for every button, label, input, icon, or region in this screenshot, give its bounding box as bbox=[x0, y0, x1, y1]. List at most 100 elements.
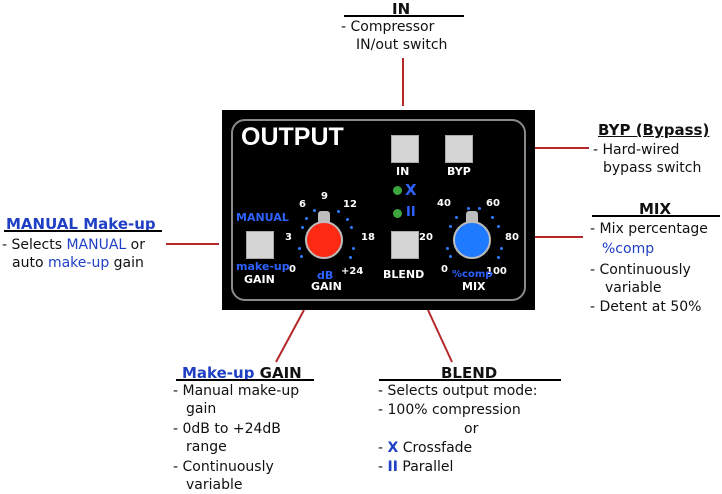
gain-connector bbox=[275, 309, 305, 363]
mix-tick bbox=[449, 255, 452, 258]
gain-note-title-rest: GAIN bbox=[254, 364, 302, 382]
makeup-gain-button[interactable] bbox=[246, 231, 274, 259]
mix-tick bbox=[449, 225, 452, 228]
gain-tick bbox=[337, 210, 340, 213]
gain-note-title: Make-up GAIN bbox=[182, 364, 302, 382]
blend-note-line-1: - Selects output mode: bbox=[378, 383, 538, 399]
parallel-led bbox=[393, 209, 402, 218]
gain-knob-face bbox=[305, 221, 343, 259]
mix-note-line-2: %comp bbox=[602, 241, 655, 257]
blend-note-line-4-text: Crossfade bbox=[398, 440, 473, 456]
manual-note-line-2-suffix: gain bbox=[109, 255, 144, 271]
gain-tick bbox=[313, 209, 316, 212]
mix-tick bbox=[455, 216, 458, 219]
gain-note-line-3: - 0dB to +24dB bbox=[173, 421, 281, 437]
gain-note-line-6: variable bbox=[186, 477, 243, 493]
blend-note-line-4: - X Crossfade bbox=[378, 439, 472, 457]
gain-tick bbox=[352, 247, 355, 250]
blend-connector bbox=[427, 309, 453, 363]
gain-tick bbox=[300, 255, 303, 258]
gain-scale-12: 12 bbox=[343, 199, 357, 210]
panel-title: OUTPUT bbox=[241, 123, 344, 151]
mix-tick bbox=[497, 256, 500, 259]
mix-note-title: MIX bbox=[639, 200, 672, 218]
gain-tick bbox=[346, 218, 349, 221]
blend-note-rule bbox=[379, 379, 561, 381]
manual-label: MANUAL bbox=[236, 211, 289, 224]
in-connector bbox=[402, 58, 404, 106]
gain-knob-unit: dB bbox=[317, 269, 334, 282]
mix-knob[interactable] bbox=[453, 211, 491, 259]
gain-knob-label: GAIN bbox=[311, 280, 342, 293]
gain-note-line-1: - Manual make-up bbox=[173, 383, 300, 399]
gain-tick bbox=[305, 217, 308, 220]
byp-note-title: BYP (Bypass) bbox=[598, 121, 710, 139]
mix-note-line-1: - Mix percentage bbox=[590, 221, 708, 237]
gain-tick bbox=[298, 247, 301, 250]
mix-tick bbox=[491, 216, 494, 219]
byp-button-label: BYP bbox=[447, 165, 471, 178]
in-note-line-2: IN/out switch bbox=[356, 37, 448, 53]
mix-scale-60: 60 bbox=[486, 198, 500, 209]
blend-note-line-5-text: Parallel bbox=[397, 459, 454, 475]
output-panel-frame bbox=[231, 119, 526, 301]
blend-note-line-2: - 100% compression bbox=[378, 402, 521, 418]
gain-note-line-5: - Continuously bbox=[173, 459, 274, 475]
mix-scale-80: 80 bbox=[505, 232, 519, 243]
blend-note-line-5-dash: - bbox=[378, 459, 388, 475]
mix-note-line-3: - Continuously bbox=[590, 262, 691, 278]
byp-note-line-1: - Hard-wired bbox=[593, 142, 680, 158]
manual-note-title: MANUAL Make-up bbox=[6, 215, 156, 233]
mix-tick bbox=[500, 247, 503, 250]
gain-note-line-4: range bbox=[186, 439, 227, 455]
manual-note-line-2-blue: make-up bbox=[47, 255, 110, 271]
manual-note-line-1: - Selects MANUAL or bbox=[2, 236, 145, 254]
gain-note-line-2: gain bbox=[186, 401, 217, 417]
blend-button-label: BLEND bbox=[383, 268, 425, 281]
mix-knob-face bbox=[453, 221, 491, 259]
crossfade-led-x-icon: X bbox=[405, 181, 417, 199]
gain-knob[interactable] bbox=[305, 211, 343, 259]
in-note-line-1: - Compressor bbox=[341, 19, 435, 35]
manual-note-line-1-prefix: - Selects bbox=[2, 237, 67, 253]
in-note-title: IN bbox=[392, 0, 411, 18]
blend-note-line-3: or bbox=[464, 421, 479, 437]
mix-tick bbox=[446, 247, 449, 250]
manual-note-line-1-suffix: or bbox=[126, 237, 145, 253]
byp-button[interactable] bbox=[445, 135, 473, 163]
mix-knob-unit: %comp bbox=[452, 269, 493, 280]
blend-note-title: BLEND bbox=[441, 364, 498, 382]
gain-tick bbox=[349, 256, 352, 259]
in-button-label: IN bbox=[396, 165, 410, 178]
gain-scale-0: 0 bbox=[289, 264, 296, 275]
gain-note-rule bbox=[176, 379, 314, 381]
mix-tick bbox=[467, 207, 470, 210]
blend-button[interactable] bbox=[391, 231, 419, 259]
blend-note-line-5: - II Parallel bbox=[378, 458, 453, 476]
byp-connector bbox=[535, 147, 589, 149]
mix-scale-20: 20 bbox=[419, 232, 433, 243]
gain-scale-24: +24 bbox=[341, 266, 364, 277]
blend-note-line-4-dash: - bbox=[378, 440, 388, 456]
mix-knob-label: MIX bbox=[462, 280, 486, 293]
makeup-label: make-up bbox=[236, 260, 290, 273]
gain-scale-9: 9 bbox=[321, 191, 328, 202]
gain-note-title-blue: Make-up bbox=[182, 364, 255, 382]
in-button[interactable] bbox=[391, 135, 419, 163]
in-note-rule bbox=[344, 15, 464, 17]
crossfade-led bbox=[393, 186, 402, 195]
mix-note-line-4: variable bbox=[605, 280, 662, 296]
mix-scale-100: 100 bbox=[486, 266, 507, 277]
output-panel bbox=[222, 110, 535, 310]
parallel-led-ii-icon: II bbox=[406, 205, 416, 220]
manual-note-line-2-prefix: auto bbox=[12, 255, 48, 271]
gain-tick bbox=[350, 226, 353, 229]
gain-scale-18: 18 bbox=[361, 232, 375, 243]
mix-scale-0: 0 bbox=[441, 264, 448, 275]
mix-scale-40: 40 bbox=[437, 198, 451, 209]
byp-note-line-2: bypass switch bbox=[603, 160, 702, 176]
manual-note-line-2: auto make-up gain bbox=[12, 254, 144, 272]
mix-connector bbox=[535, 236, 583, 238]
mix-note-line-5: - Detent at 50% bbox=[590, 299, 702, 315]
manual-connector bbox=[166, 243, 219, 245]
